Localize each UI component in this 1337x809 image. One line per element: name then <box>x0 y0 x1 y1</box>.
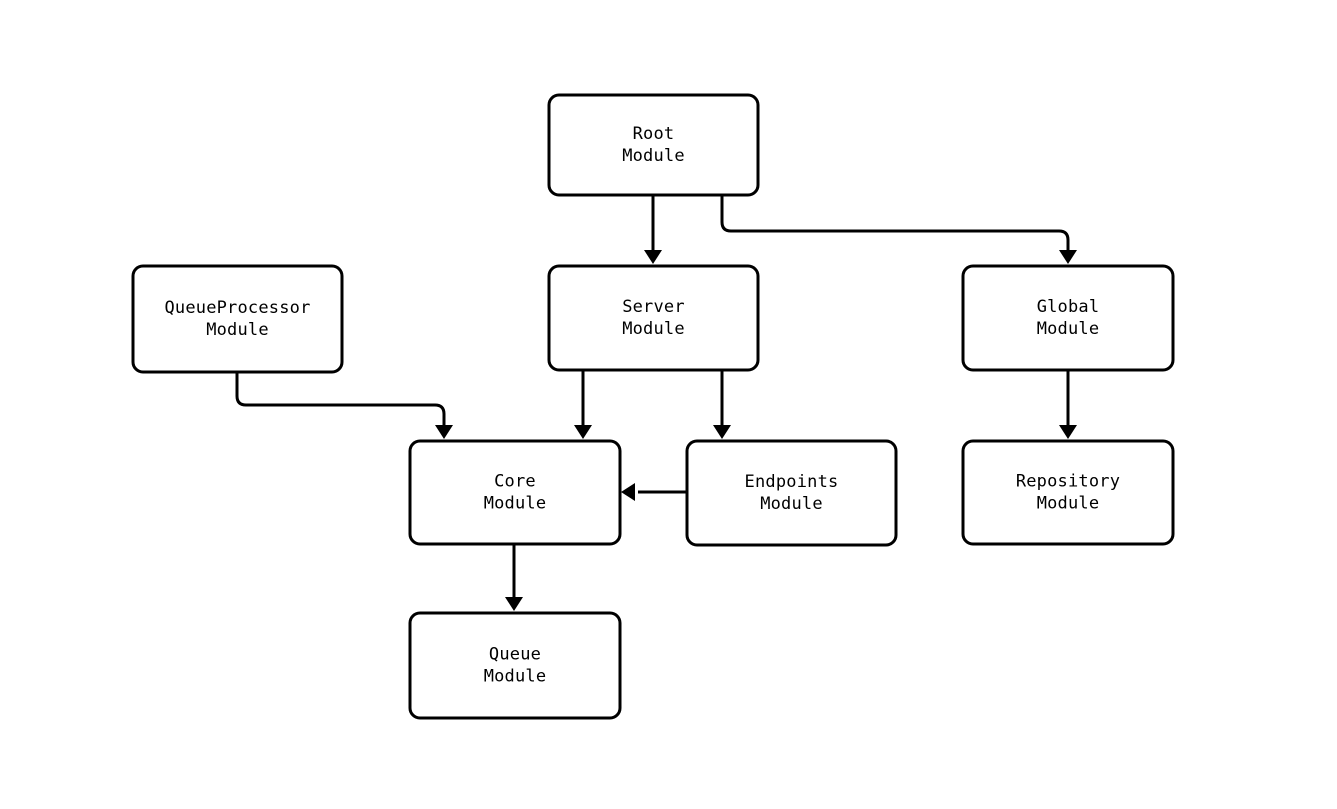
edge-root-to-server <box>644 195 662 264</box>
edge-core-to-queue <box>505 544 523 611</box>
node-label-name: Repository <box>1016 472 1120 492</box>
edge-endpoints-to-core <box>621 483 687 501</box>
node-label-name: Server <box>622 297 685 317</box>
node-label-name: Core <box>494 472 536 492</box>
edge-arrowhead-icon <box>435 425 453 439</box>
edges-layer <box>235 195 1077 611</box>
edge-arrowhead-icon <box>574 425 592 439</box>
edge-server-to-endpoints <box>713 370 731 439</box>
node-box[interactable] <box>408 439 622 546</box>
node-box[interactable] <box>131 264 344 374</box>
edge-global-to-repository <box>1059 370 1077 439</box>
nodes-layer: RootModuleQueueProcessorModuleServerModu… <box>131 93 1175 720</box>
edge-line <box>720 195 1070 252</box>
node-label-suffix: Module <box>622 146 685 166</box>
edge-root-to-global <box>720 195 1077 264</box>
node-label-suffix: Module <box>1037 494 1100 514</box>
node-box[interactable] <box>961 439 1175 546</box>
node-box[interactable] <box>547 264 760 372</box>
node-box[interactable] <box>408 611 622 720</box>
node-box[interactable] <box>961 264 1175 372</box>
edge-arrowhead-icon <box>505 597 523 611</box>
edge-line <box>235 372 446 427</box>
node-label-suffix: Module <box>484 494 547 514</box>
node-label-suffix: Module <box>760 494 823 514</box>
node-label-name: Root <box>633 124 675 144</box>
edge-server-to-core <box>574 370 592 439</box>
node-box[interactable] <box>547 93 760 197</box>
node-label-name: Queue <box>489 645 541 665</box>
edge-arrowhead-icon <box>713 425 731 439</box>
edge-arrowhead-icon <box>644 250 662 264</box>
edge-arrowhead-icon <box>1059 250 1077 264</box>
node-label-name: QueueProcessor <box>164 298 310 318</box>
node-label-suffix: Module <box>1037 319 1100 339</box>
node-label-suffix: Module <box>206 320 269 340</box>
node-label-name: Global <box>1037 297 1100 317</box>
edge-queueprocessor-to-core <box>235 372 453 439</box>
node-box[interactable] <box>685 439 898 547</box>
edge-arrowhead-icon <box>1059 425 1077 439</box>
node-label-suffix: Module <box>622 319 685 339</box>
edge-arrowhead-icon <box>621 483 635 501</box>
node-label-suffix: Module <box>484 667 547 687</box>
node-label-name: Endpoints <box>745 472 839 492</box>
